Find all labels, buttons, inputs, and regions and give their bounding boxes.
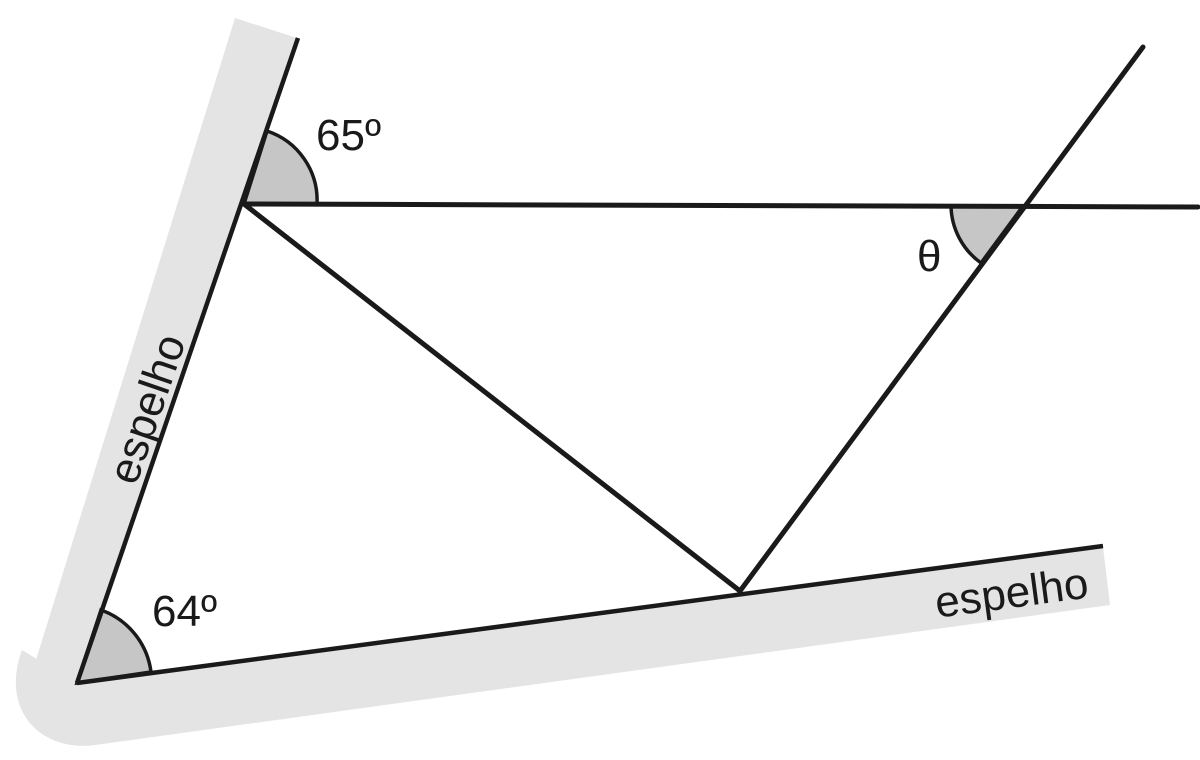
angle-label-vertex: 64º [152, 587, 217, 636]
angle-label-theta: θ [917, 232, 941, 281]
mirror-bottom-line [76, 543, 1104, 686]
mirror-left-line [74, 37, 301, 684]
mirror-bands [15, 18, 1111, 746]
ray-reflected-up [737, 44, 1146, 594]
mirror-band-left [22, 18, 297, 705]
ray-horizontal [241, 201, 1200, 210]
ray-diagonal-down [241, 201, 743, 594]
mirror-band-bottom [15, 547, 1111, 746]
angle-label-top: 65º [316, 111, 381, 160]
mirror-label-left: espelho [99, 328, 196, 490]
